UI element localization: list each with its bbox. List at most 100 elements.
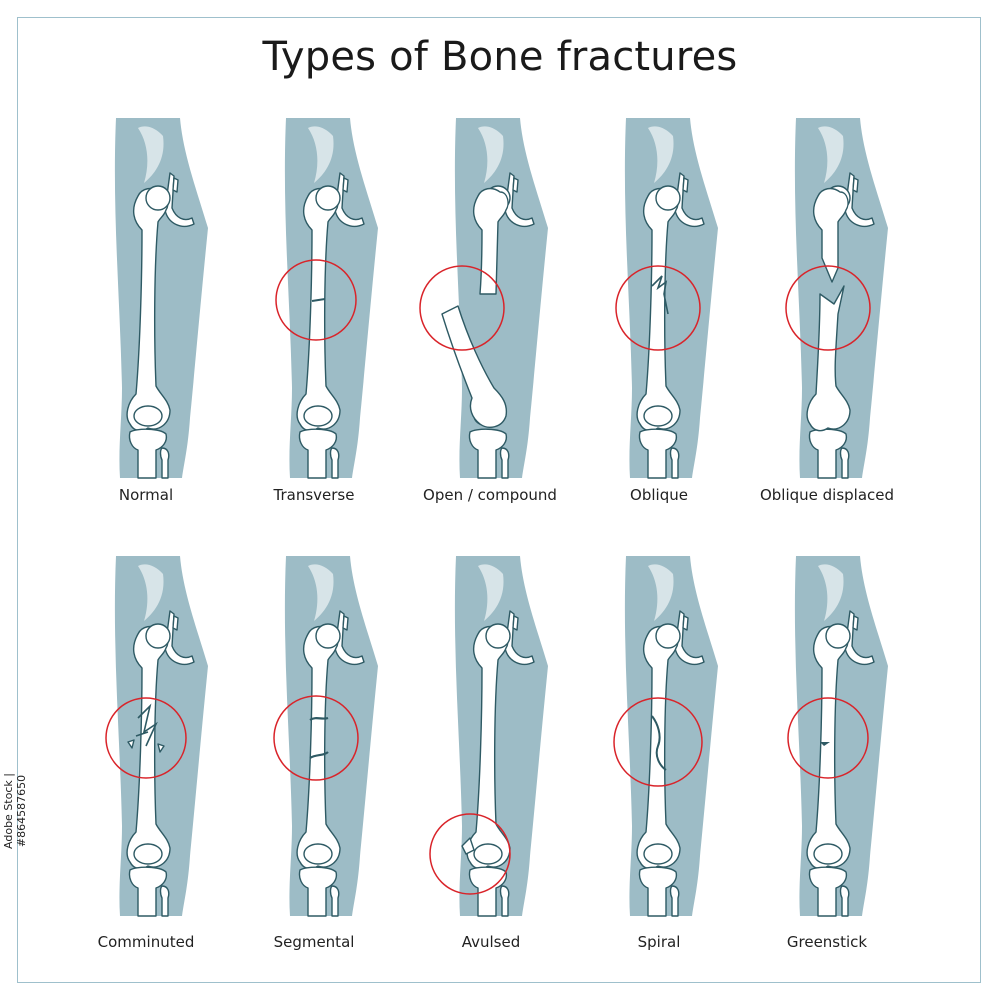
panel-spiral bbox=[613, 556, 738, 917]
pelvis-shape bbox=[478, 126, 504, 183]
femur-bone bbox=[126, 187, 171, 432]
avulsed-fragment bbox=[461, 837, 475, 855]
bone-chip bbox=[127, 739, 135, 749]
leg-illustration bbox=[613, 556, 718, 917]
panel-segmental bbox=[273, 556, 398, 917]
femur-bone bbox=[636, 625, 681, 870]
stock-id: Adobe Stock | #864587650 bbox=[2, 773, 28, 849]
pelvis-shape bbox=[308, 564, 334, 621]
femoral-head bbox=[145, 185, 171, 211]
tibia-bone bbox=[468, 428, 508, 479]
pelvis-shape bbox=[818, 126, 844, 183]
label-open: Open / compound bbox=[423, 486, 557, 504]
bone-chip bbox=[157, 743, 165, 753]
pubis-bone bbox=[504, 172, 535, 228]
panel-transverse bbox=[275, 118, 398, 479]
patella-bone bbox=[643, 843, 673, 865]
fibula-bone bbox=[839, 885, 850, 917]
fibula-bone bbox=[499, 447, 510, 479]
fibula-bone bbox=[839, 447, 850, 479]
leg-illustration bbox=[787, 556, 888, 917]
tibia-bone bbox=[468, 866, 508, 917]
fibula-bone bbox=[329, 885, 340, 917]
pubis-fragment bbox=[172, 615, 179, 631]
tibia-bone bbox=[298, 866, 338, 917]
label-transverse: Transverse bbox=[273, 486, 355, 504]
femoral-head bbox=[145, 623, 171, 649]
tibia-bone bbox=[808, 866, 848, 917]
pelvis-shape bbox=[138, 126, 164, 183]
femur-bone bbox=[126, 625, 171, 870]
fracture-line bbox=[651, 275, 669, 315]
pubis-fragment bbox=[342, 177, 349, 193]
fracture-highlight-ring bbox=[613, 697, 703, 787]
pubis-fragment bbox=[852, 177, 859, 193]
pubis-bone bbox=[844, 172, 875, 228]
fracture-crack bbox=[820, 742, 830, 746]
tibia-bone bbox=[638, 428, 678, 479]
label-segmental: Segmental bbox=[273, 933, 355, 951]
pelvis-shape bbox=[648, 564, 674, 621]
pubis-fragment bbox=[682, 615, 689, 631]
fracture-lines bbox=[309, 716, 329, 759]
label-normal: Normal bbox=[118, 486, 174, 504]
femoral-head bbox=[315, 623, 341, 649]
fracture-line bbox=[311, 298, 326, 302]
fibula-bone bbox=[499, 885, 510, 917]
panel-greenstick bbox=[787, 556, 908, 917]
panel-normal bbox=[108, 118, 228, 479]
fracture-highlight-ring bbox=[785, 265, 871, 351]
label-oblique: Oblique bbox=[630, 486, 688, 504]
upper-fragment bbox=[472, 187, 509, 295]
fracture-highlight-ring bbox=[275, 259, 357, 341]
pelvis-shape bbox=[308, 126, 334, 183]
patella-bone bbox=[643, 405, 673, 427]
pubis-fragment bbox=[512, 615, 519, 631]
pelvis-shape bbox=[478, 564, 504, 621]
leg-illustration bbox=[419, 118, 548, 479]
pubis-bone bbox=[164, 610, 195, 666]
leg-illustration bbox=[105, 556, 208, 917]
pelvis-shape bbox=[818, 564, 844, 621]
femur-bone bbox=[636, 187, 681, 432]
leg-illustration bbox=[273, 556, 378, 917]
pubis-fragment bbox=[512, 177, 519, 193]
tibia-bone bbox=[638, 866, 678, 917]
panel-oblique-displaced bbox=[785, 118, 908, 479]
pubis-bone bbox=[674, 172, 705, 228]
panel-oblique bbox=[615, 118, 738, 479]
fracture-lines bbox=[135, 703, 158, 747]
leg-illustration bbox=[114, 118, 208, 479]
fracture-highlight-ring bbox=[429, 813, 511, 895]
femoral-head bbox=[485, 623, 511, 649]
label-avulsed: Avulsed bbox=[461, 933, 521, 951]
fracture-line bbox=[651, 715, 667, 771]
diagram-frame bbox=[17, 17, 981, 983]
patella-bone bbox=[133, 843, 163, 865]
femur-bone bbox=[806, 625, 851, 870]
pubis-fragment bbox=[342, 615, 349, 631]
label-comminuted: Comminuted bbox=[97, 933, 195, 951]
pelvis-shape bbox=[648, 126, 674, 183]
pubis-fragment bbox=[682, 177, 689, 193]
patella-bone bbox=[303, 405, 333, 427]
leg-illustration bbox=[615, 118, 718, 479]
leg-illustration bbox=[785, 118, 888, 479]
upper-fragment bbox=[812, 187, 849, 283]
pubis-bone bbox=[844, 610, 875, 666]
pubis-bone bbox=[504, 610, 535, 666]
femoral-head bbox=[655, 623, 681, 649]
pubis-bone bbox=[334, 172, 365, 228]
page-title: Types of Bone fractures bbox=[262, 34, 738, 80]
pubis-bone bbox=[674, 610, 705, 666]
lower-fragment bbox=[441, 305, 508, 428]
patella-bone bbox=[473, 843, 503, 865]
patella-bone bbox=[133, 405, 163, 427]
tibia-bone bbox=[128, 866, 168, 917]
label-greenstick: Greenstick bbox=[786, 933, 868, 951]
fracture-highlight-ring bbox=[615, 265, 701, 351]
femoral-head bbox=[825, 623, 851, 649]
femoral-head bbox=[315, 185, 341, 211]
pubis-fragment bbox=[172, 177, 179, 193]
leg-illustration bbox=[429, 556, 548, 917]
